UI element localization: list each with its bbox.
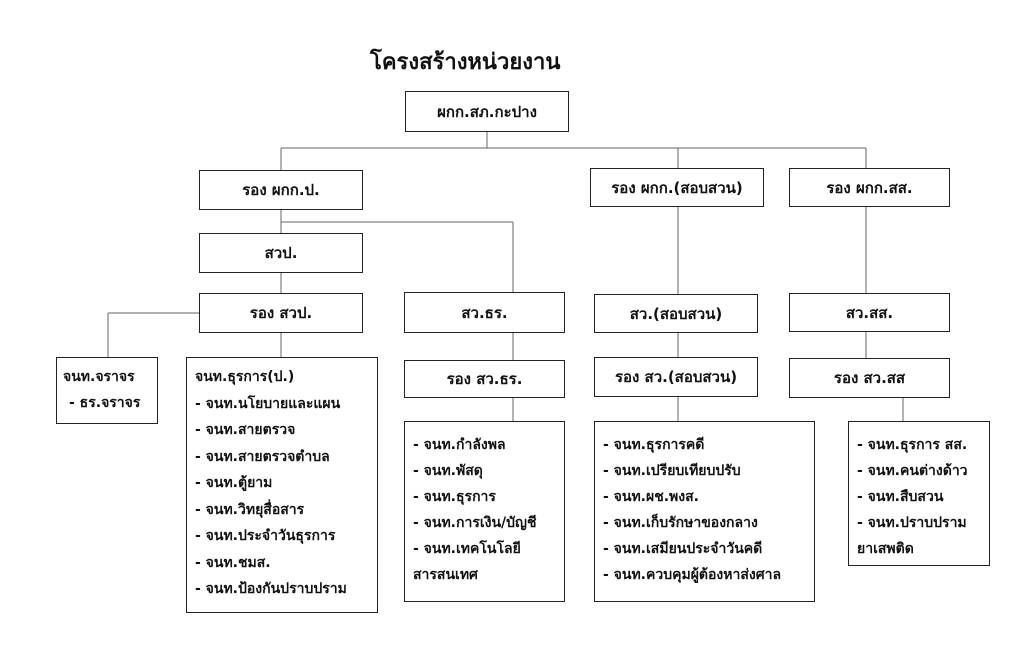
deputy-investigation-box: รอง ผกก.(สอบสวน) [590, 168, 764, 207]
traffic-staff-box: จนท.จราจร - ธร.จราจร [56, 357, 158, 424]
list-item: - จนท.ตู้ยาม [195, 475, 273, 491]
list-item: - ธร.จราจร [69, 395, 141, 411]
list-item: - จนท.สายตรวจ [195, 422, 296, 438]
chart-title: โครงสร้างหน่วยงาน [370, 50, 561, 75]
investigation-staff-box: - จนท.ธุรการคดี - จนท.เปรียบเทียบปรับ - … [594, 421, 815, 602]
list-item: - จนท.ประจำวันธุรการ [195, 528, 336, 544]
deputy-admin-box: รอง ผกก.ป. [199, 170, 363, 210]
deputy-intelligence-box: รอง ผกก.สส. [789, 168, 950, 207]
list-item: - จนท.ปราบปราม [857, 515, 967, 531]
list-item: - จนท.เปรียบเทียบปรับ [603, 463, 741, 479]
list-heading: จนท.จราจร [63, 369, 135, 385]
list-item: - จนท.สายตรวจตำบล [195, 448, 330, 465]
general-staff-box: - จนท.กำลังพล - จนท.พัสดุ - จนท.ธุรการ -… [404, 421, 565, 602]
admin-staff-box: จนท.ธุรการ(ป.) - จนท.นโยบายและแผน - จนท.… [186, 357, 378, 613]
list-item: - จนท.สืบสวน [857, 489, 944, 505]
admin-deputy-inspector-box: รอง สวป. [199, 293, 363, 333]
top-commander-box: ผกก.สภ.กะปาง [405, 91, 569, 132]
intelligence-deputy-box: รอง สว.สส [789, 358, 950, 398]
general-deputy-box: รอง สว.ธร. [404, 360, 565, 398]
list-item: - จนท.พัสดุ [413, 463, 483, 479]
list-item: - จนท.ควบคุมผู้ต้องหาส่งศาล [603, 567, 782, 583]
list-item: - จนท.เสมียนประจำวันคดี [603, 541, 763, 557]
list-item: - จนท.คนต่างด้าว [857, 463, 968, 479]
list-item: - จนท.ธุรการ [413, 489, 496, 505]
list-item: - จนท.เทคโนโลยี [413, 541, 521, 557]
intelligence-inspector-box: สว.สส. [789, 293, 950, 332]
list-item-continuation: ยาเสพติด [857, 541, 914, 557]
admin-inspector-box: สวป. [199, 233, 363, 273]
list-item: - จนท.ชมส. [195, 554, 271, 571]
investigation-inspector-box: สว.(สอบสวน) [594, 294, 758, 333]
list-item: - จนท.นโยบายและแผน [195, 395, 341, 412]
investigation-deputy-box: รอง สว.(สอบสวน) [594, 357, 758, 397]
list-item-continuation: สารสนเทศ [413, 567, 478, 583]
list-item: - จนท.ป้องกันปราบปราม [195, 581, 347, 597]
list-item: - จนท.กำลังพล [413, 437, 506, 453]
general-inspector-box: สว.ธร. [404, 292, 565, 333]
list-item: - จนท.วิทยุสื่อสาร [195, 501, 305, 518]
intelligence-staff-box: - จนท.ธุรการ สส. - จนท.คนต่างด้าว - จนท.… [848, 421, 990, 566]
list-heading: จนท.ธุรการ(ป.) [195, 369, 295, 385]
list-item: - จนท.เก็บรักษาของกลาง [603, 515, 758, 531]
list-item: - จนท.ผช.พงส. [603, 489, 699, 505]
list-item: - จนท.การเงิน/บัญชี [413, 515, 537, 531]
list-item: - จนท.ธุรการ สส. [857, 437, 968, 453]
list-item: - จนท.ธุรการคดี [603, 437, 705, 453]
